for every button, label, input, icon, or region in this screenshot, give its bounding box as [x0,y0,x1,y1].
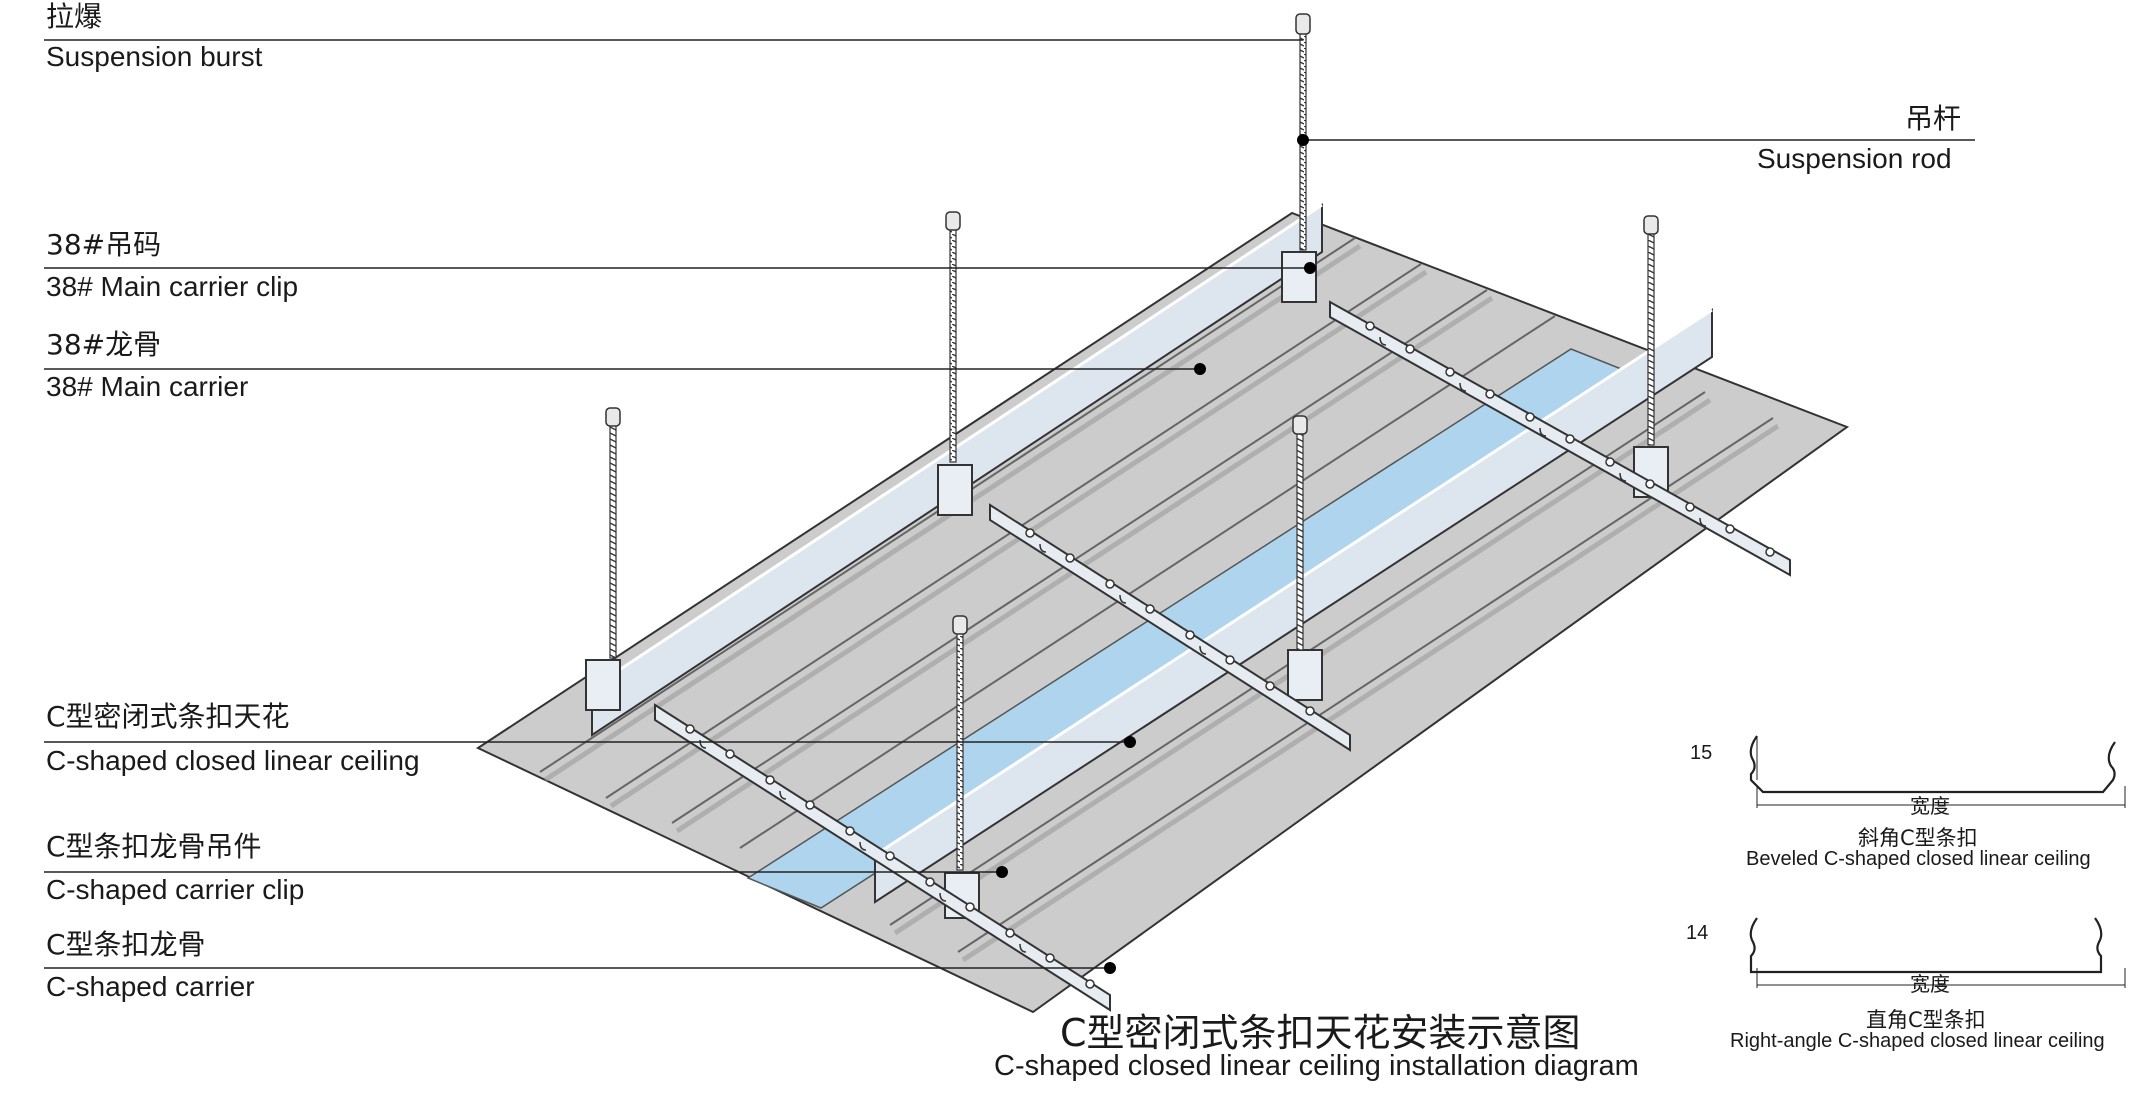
label-carrier-clip-en: C-shaped carrier clip [46,874,305,905]
leader-dots [996,134,1316,974]
caption-en: C-shaped closed linear ceiling installat… [994,1050,1639,1082]
label-carrier-clip-zh: C型条扣龙骨吊件 [46,830,262,863]
beveled-title-en: Beveled C-shaped closed linear ceiling [1746,848,2091,870]
main-carrier-clips [585,251,1669,919]
beveled-height: 15 [1690,742,1713,764]
label-main-carrier-en: 38# Main carrier [46,371,249,402]
label-main-carrier-zh: 38#龙骨 [46,328,162,361]
right-angle-title-en: Right-angle C-shaped closed linear ceili… [1730,1030,2105,1052]
c-shaped-carriers [654,300,1791,1012]
right-angle-title-zh: 直角C型条扣 [1866,1008,1986,1032]
label-suspension-burst-en: Suspension burst [46,41,263,72]
label-main-carrier-clip-en: 38# Main carrier clip [46,271,299,302]
right-angle-width-label: 宽度 [1910,972,1950,996]
label-suspension-rod-zh: 吊杆 [1905,102,1962,135]
label-suspension-burst-zh: 拉爆 [46,0,103,33]
caption-zh: C型密闭式条扣天花安装示意图 [1060,1011,1581,1055]
right-angle-height: 14 [1686,922,1709,944]
label-linear-ceiling-zh: C型密闭式条扣天花 [46,700,290,733]
beveled-title-zh: 斜角C型条扣 [1858,826,1978,850]
label-suspension-rod-en: Suspension rod [1757,143,1952,174]
label-main-carrier-clip-zh: 38#吊码 [46,228,162,261]
label-linear-ceiling-en: C-shaped closed linear ceiling [46,745,420,776]
profile-drawings [1749,735,2126,988]
label-carrier-en: C-shaped carrier [46,971,255,1002]
beveled-width-label: 宽度 [1910,794,1950,818]
leader-lines [44,39,1975,969]
label-carrier-zh: C型条扣龙骨 [46,928,206,961]
